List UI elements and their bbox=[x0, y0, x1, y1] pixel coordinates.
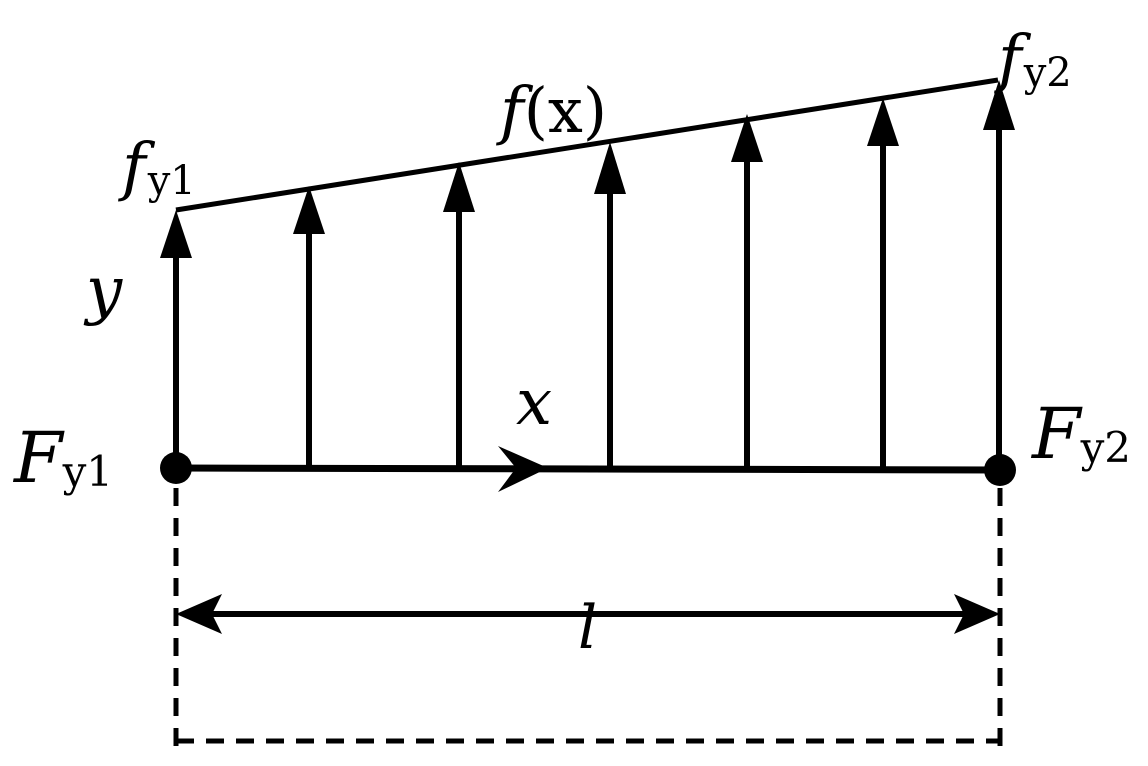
load-arrowhead-7 bbox=[983, 80, 1015, 130]
load-arrowhead-5 bbox=[731, 114, 763, 162]
beam-line bbox=[175, 464, 1001, 474]
load-arrowhead-1 bbox=[160, 210, 192, 258]
dimension-extension-lines bbox=[173, 488, 1003, 746]
label-fy2: fy2 bbox=[994, 22, 1072, 96]
label-fx: f(x) bbox=[496, 74, 607, 148]
label-y-axis: y bbox=[83, 254, 123, 328]
dimension-arrowhead-right bbox=[954, 594, 1000, 634]
load-arrows bbox=[160, 80, 1015, 468]
x-axis-arrowhead bbox=[498, 446, 548, 492]
dimension-arrowhead-left bbox=[176, 594, 222, 634]
label-Fy2: Fy2 bbox=[1030, 393, 1131, 475]
label-length: l bbox=[578, 593, 597, 663]
load-arrowhead-3 bbox=[443, 162, 475, 212]
label-x-axis: x bbox=[516, 366, 552, 440]
load-arrowhead-4 bbox=[594, 142, 626, 194]
load-arrowhead-2 bbox=[293, 186, 325, 234]
support-point-right bbox=[984, 454, 1016, 486]
label-Fy1: Fy1 bbox=[12, 417, 113, 499]
load-function-line bbox=[175, 77, 999, 213]
label-fy1: fy1 bbox=[118, 130, 196, 204]
load-arrowhead-6 bbox=[867, 98, 899, 146]
support-point-left bbox=[160, 452, 192, 484]
